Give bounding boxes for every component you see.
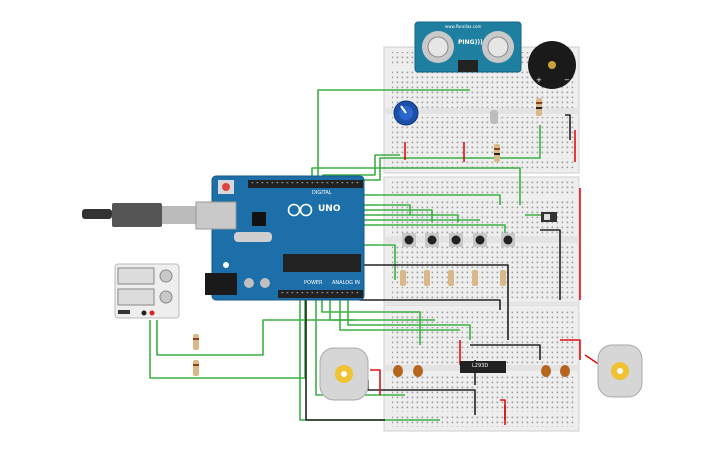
- led: [393, 365, 403, 377]
- light-sensor: [490, 110, 498, 124]
- pushbutton[interactable]: [449, 233, 463, 247]
- wires-red: [370, 130, 601, 425]
- resistor-row: [400, 270, 506, 286]
- motor-driver-chip[interactable]: [460, 361, 506, 373]
- sensor-brand: www.Parallax.com: [445, 24, 482, 29]
- usb-cable: [82, 203, 196, 227]
- dc-motor-left[interactable]: [319, 347, 369, 401]
- led: [541, 365, 551, 377]
- pushbutton[interactable]: [501, 233, 515, 247]
- resistor: [494, 144, 500, 162]
- chip-label: L293D: [472, 363, 489, 369]
- potentiometer[interactable]: [393, 100, 419, 126]
- power-supply[interactable]: [114, 263, 180, 319]
- resistor: [536, 98, 542, 116]
- arduino-uno-logo: UNO: [318, 204, 341, 214]
- resistor: [193, 360, 199, 376]
- svg-text:−: −: [564, 76, 570, 84]
- resistor: [193, 334, 199, 350]
- usb-port: [195, 201, 237, 230]
- power-jack: [205, 273, 237, 295]
- dc-motor-right[interactable]: [597, 344, 643, 398]
- led: [413, 365, 423, 377]
- led: [560, 365, 570, 377]
- arduino-uno-board[interactable]: [211, 175, 365, 301]
- arduino-power-label: POWER: [304, 280, 323, 286]
- pushbutton[interactable]: [402, 233, 416, 247]
- ultrasonic-sensor[interactable]: [414, 21, 522, 73]
- arduino-digital-label: DIGITAL: [312, 190, 332, 196]
- arduino-logo-icon: [287, 203, 313, 217]
- arduino-analog-label: ANALOG IN: [332, 280, 360, 286]
- sensor-name: PING))): [458, 39, 483, 46]
- pushbutton[interactable]: [473, 233, 487, 247]
- slide-switch[interactable]: [541, 212, 557, 222]
- piezo-buzzer[interactable]: + −: [528, 41, 576, 89]
- pushbutton[interactable]: [425, 233, 439, 247]
- svg-text:+: +: [536, 76, 542, 84]
